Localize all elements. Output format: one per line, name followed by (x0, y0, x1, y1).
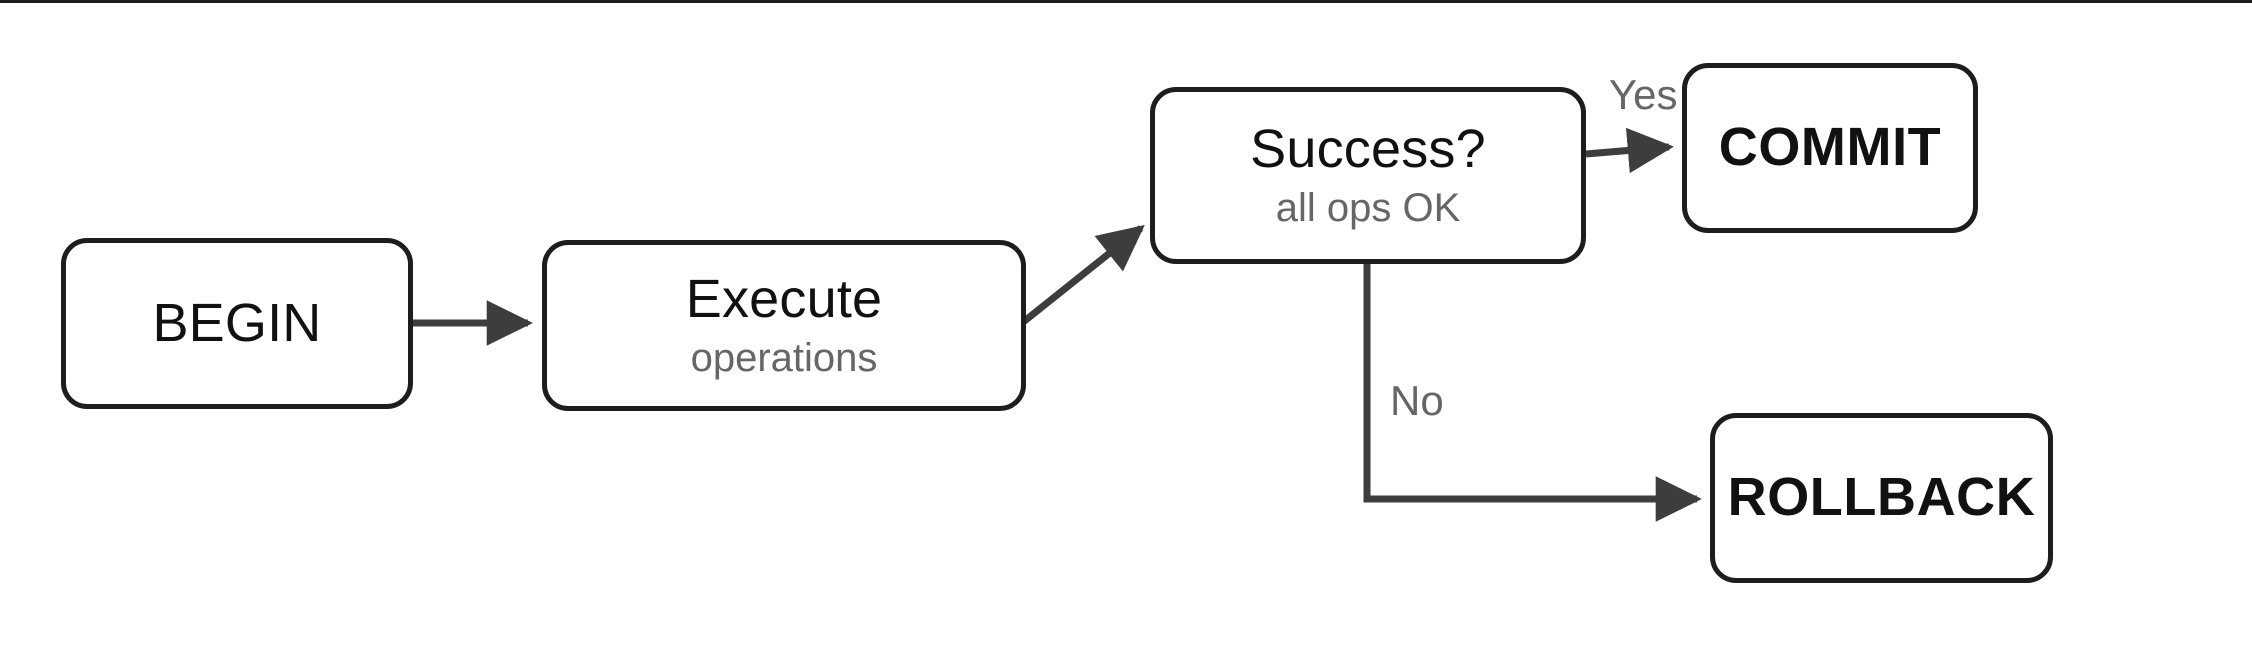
edge-success-rollback (1363, 264, 1702, 522)
node-rollback[interactable]: ROLLBACK (1710, 413, 2053, 583)
edge-label-yes: Yes (1609, 71, 1678, 118)
node-execute[interactable]: Execute operations (542, 240, 1026, 411)
node-begin-title: BEGIN (152, 292, 322, 353)
edge-label-no: No (1390, 377, 1444, 424)
node-execute-title: Execute (685, 268, 883, 329)
node-success-title: Success? (1250, 118, 1486, 179)
node-execute-subtitle: operations (690, 336, 878, 381)
node-success-subtitle: all ops OK (1275, 186, 1461, 231)
node-commit[interactable]: COMMIT (1682, 63, 1978, 233)
node-rollback-title: ROLLBACK (1727, 467, 2036, 528)
node-commit-title: COMMIT (1718, 117, 1942, 178)
edge-success-commit (1585, 127, 1674, 174)
node-begin[interactable]: BEGIN (61, 238, 413, 409)
top-divider-rule (0, 0, 2252, 3)
node-success-decision[interactable]: Success? all ops OK (1150, 87, 1586, 264)
edge-execute-success (1019, 224, 1145, 326)
